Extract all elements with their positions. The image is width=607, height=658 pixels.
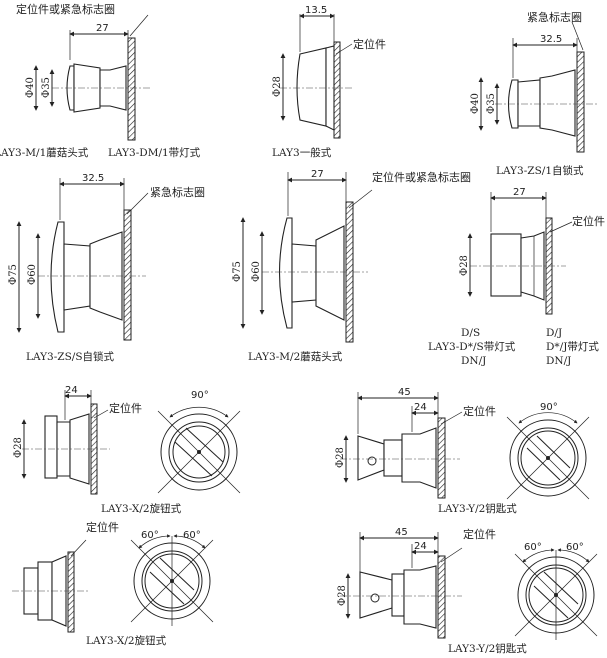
caption: LAY3-M/1蘑菇头式 bbox=[0, 146, 89, 159]
diagram-zs1: 32.5 Φ40 Φ35 紧急标志圈 LAY3-ZS/1自锁式 bbox=[470, 10, 598, 177]
callout-label: 定位件 bbox=[109, 401, 142, 415]
angle-label: 60° bbox=[183, 530, 201, 541]
angle-label: 60° bbox=[524, 542, 542, 553]
caption: LAY3-DM/1带灯式 bbox=[108, 146, 201, 159]
caption: LAY3-ZS/1自锁式 bbox=[496, 164, 584, 177]
angle-label: 60° bbox=[566, 542, 584, 553]
caption-left: LAY3-D*/S带灯式 bbox=[428, 340, 516, 353]
caption: LAY3-ZS/S自锁式 bbox=[26, 350, 115, 363]
caption: LAY3一般式 bbox=[272, 146, 332, 159]
dim-phi-outer: Φ40 bbox=[470, 93, 481, 114]
caption: LAY3-X/2旋钮式 bbox=[101, 502, 182, 515]
callout-label: 定位件 bbox=[463, 404, 496, 418]
callout-label: 定位件或紧急标志圈 bbox=[372, 170, 471, 184]
dim-phi-inner: Φ60 bbox=[27, 264, 38, 285]
front-view-y2-60: 60° 60° bbox=[514, 542, 598, 640]
diagram-y2-60: 45 24 Φ28 定位件 LAY3-Y/2钥匙式 bbox=[337, 527, 527, 655]
dim-phi: Φ28 bbox=[337, 585, 348, 606]
angle-label: 90° bbox=[191, 390, 209, 401]
caption-left: D/S bbox=[461, 327, 480, 339]
callout-label: 定位件或紧急标志圈 bbox=[16, 2, 115, 16]
dim-label: 24 bbox=[414, 541, 427, 552]
caption-right: D/J bbox=[546, 327, 562, 339]
diagram-m2: 27 Φ75 Φ60 定位件或紧急标志圈 LAY3-M/2蘑菇头式 bbox=[232, 169, 471, 363]
caption: LAY3-Y/2钥匙式 bbox=[448, 642, 527, 655]
dim-label: 24 bbox=[65, 385, 78, 396]
dim-label: 13.5 bbox=[305, 5, 327, 16]
dim-phi-outer: Φ40 bbox=[25, 77, 36, 98]
dim-phi: Φ28 bbox=[272, 76, 283, 97]
caption: LAY3-M/2蘑菇头式 bbox=[248, 350, 343, 363]
dim-phi-inner: Φ60 bbox=[251, 261, 262, 282]
dim-label: 27 bbox=[311, 169, 324, 180]
mounting-panel bbox=[437, 417, 446, 499]
mounting-panel bbox=[123, 209, 132, 341]
callout-label: 定位件 bbox=[572, 214, 605, 228]
diagram-x2-60: 定位件 LAY3-X/2旋钮式 bbox=[12, 520, 167, 647]
mounting-panel bbox=[333, 41, 341, 139]
diagram-standard: 13.5 Φ28 定位件 LAY3一般式 bbox=[272, 5, 386, 159]
mounting-panel bbox=[67, 551, 75, 633]
dim-phi-inner: Φ35 bbox=[41, 77, 52, 98]
dim-phi-inner: Φ35 bbox=[486, 93, 497, 114]
callout-label: 定位件 bbox=[463, 527, 496, 541]
diagram-zs-s: 32.5 Φ75 Φ60 紧急标志圈 LAY3-ZS/S自锁式 bbox=[8, 173, 205, 363]
dim-label: 24 bbox=[414, 402, 427, 413]
diagram-m1: 27 Φ40 Φ35 定位件或紧急标志圈 LAY3-M/1蘑菇头式 LAY3-D… bbox=[0, 2, 201, 159]
callout-label: 定位件 bbox=[86, 520, 119, 534]
dim-phi: Φ28 bbox=[13, 437, 24, 458]
diagram-x2-90: 24 Φ28 定位件 LAY3-X/2旋钮式 bbox=[13, 385, 182, 515]
callout-label: 定位件 bbox=[353, 37, 386, 51]
angle-label: 90° bbox=[540, 402, 558, 413]
front-view-x2-90: 90° bbox=[157, 390, 241, 494]
angle-label: 60° bbox=[141, 530, 159, 541]
dim-label: 32.5 bbox=[540, 34, 562, 45]
dim-phi: Φ28 bbox=[335, 447, 346, 468]
caption-left: DN/J bbox=[461, 355, 486, 367]
caption: LAY3-Y/2钥匙式 bbox=[438, 502, 517, 515]
dim-phi: Φ28 bbox=[459, 255, 470, 276]
mounting-panel bbox=[437, 555, 446, 639]
diagram-ds-dj: 27 Φ28 定位件 D/S LAY3-D*/S带灯式 DN/J D/J D*/… bbox=[428, 187, 605, 367]
dim-label: 32.5 bbox=[82, 173, 104, 184]
mounting-panel bbox=[127, 37, 136, 141]
front-view-x2-60: 60° 60° bbox=[130, 530, 214, 626]
dim-label: 45 bbox=[398, 387, 411, 398]
mounting-panel bbox=[576, 51, 585, 153]
front-view-y2-90: 90° bbox=[506, 402, 590, 500]
callout-label: 紧急标志圈 bbox=[527, 10, 582, 24]
dim-phi-outer: Φ75 bbox=[232, 261, 243, 282]
caption-right: D*/J带灯式 bbox=[546, 340, 599, 353]
dim-phi-outer: Φ75 bbox=[8, 264, 19, 285]
dim-label: 45 bbox=[395, 527, 408, 538]
diagram-y2-90: 45 24 Φ28 定位件 LAY3-Y/2钥匙式 bbox=[335, 387, 517, 515]
dim-label: 27 bbox=[513, 187, 526, 198]
callout-label: 紧急标志圈 bbox=[150, 185, 205, 199]
dim-label: 27 bbox=[96, 23, 109, 34]
caption: LAY3-X/2旋钮式 bbox=[86, 634, 167, 647]
caption-right: DN/J bbox=[546, 355, 571, 367]
